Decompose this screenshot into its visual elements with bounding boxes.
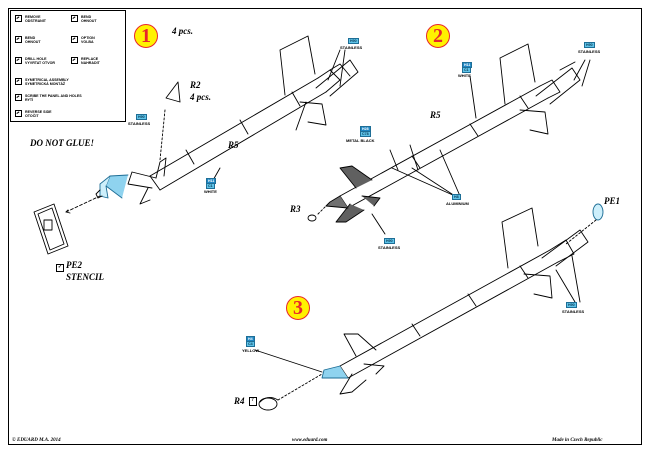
missile-2: [307, 43, 591, 235]
paint-name-4: WHITE: [458, 73, 471, 78]
bend-icon: [71, 15, 78, 22]
footer-url: www.eduard.com: [292, 438, 328, 443]
step-3-badge: 3: [286, 296, 310, 320]
stencil-label: STENCIL: [66, 272, 105, 282]
do-not-glue-warning: DO NOT GLUE!: [30, 138, 94, 148]
legend-item-bend-fold: BEND OHNOUT: [15, 36, 69, 44]
legend-item-replace: REPLACE NAHRADIT: [71, 57, 125, 65]
missile-3: [254, 203, 604, 411]
paint-name-8: STAINLESS: [378, 245, 401, 250]
scribe-icon: [15, 94, 22, 101]
reverse-icon: [15, 110, 22, 117]
paint-name-9: STAINLESS: [562, 309, 585, 314]
remove-icon: [15, 15, 22, 22]
pe2-stencil: [33, 203, 69, 255]
legend-item-option: OPTION VOLBA: [71, 36, 125, 44]
bend-fold-icon: [15, 36, 22, 43]
paint-tag-5-alt: C78: [360, 131, 371, 137]
paint-name-6: STAINLESS: [578, 49, 601, 54]
replace-icon: [71, 57, 78, 64]
paint-name-1: STAINLESS: [340, 45, 363, 50]
paint-name-7: ALUMINIUM: [446, 201, 469, 206]
legend-item-bend: BEND OHNOUT: [71, 15, 125, 23]
step-1-badge: 1: [134, 24, 158, 48]
legend-item-scribe: SCRIBE THE PANEL AND HOLES RYTÍ: [15, 94, 123, 102]
paint-tag-1: H90: [348, 38, 359, 44]
part-r5-label-2: R5: [430, 110, 441, 120]
paint-name-3: WHITE: [204, 189, 217, 194]
paint-name-5: METAL BLACK: [346, 138, 375, 143]
part-r2-label: R2: [190, 80, 201, 90]
paint-tag-2: H90: [136, 114, 147, 120]
footer-copyright: © EDUARD M.A. 2014: [12, 438, 61, 443]
part-pe2-label: ✓PE2: [56, 260, 83, 272]
paint-tag-7: H8: [452, 194, 461, 200]
part-r2-quantity: 4 pcs.: [190, 92, 211, 102]
paint-tag-4-alt: C1: [462, 67, 471, 73]
symmetry-icon: [15, 78, 22, 85]
paint-tag-9: H90: [566, 302, 577, 308]
instruction-frame: [8, 8, 642, 445]
missile-1: [65, 35, 359, 214]
paint-tag-8: H90: [384, 238, 395, 244]
footer-made-in: Made in Czech Republic: [552, 438, 603, 443]
paint-tag-6: H90: [584, 42, 595, 48]
part-r3-label: R3: [290, 204, 301, 214]
check-icon: ✓: [56, 264, 64, 272]
paint-tag-3-alt: C1: [206, 183, 215, 189]
legend-item-drill: DRILL HOLE VYVRTAT OTVOR: [15, 57, 69, 65]
paint-tag-10-alt: C4: [246, 341, 255, 347]
part-pe1-label: PE1: [604, 196, 621, 206]
step-2-badge: 2: [426, 24, 450, 48]
option-icon: [71, 36, 78, 43]
part-r4-label: R4?: [234, 396, 257, 407]
step-1-quantity: 4 pcs.: [172, 26, 193, 36]
paint-name-10: YELLOW: [242, 348, 260, 353]
legend-item-reverse: REVERSE SIDE OTOČIT: [15, 110, 123, 118]
paint-name-2: STAINLESS: [128, 121, 151, 126]
part-r5-label-1: R5: [228, 140, 239, 150]
symbol-legend: REMOVE ODSTRANIT BEND OHNOUT BEND OHNOUT…: [10, 10, 126, 122]
legend-item-symmetry: SYMETRICAL ASSEMBLY SYMETRICKÁ MONTÁŽ: [15, 78, 123, 86]
legend-item-remove: REMOVE ODSTRANIT: [15, 15, 69, 23]
drill-icon: [15, 57, 22, 64]
option-icon: ?: [248, 397, 257, 407]
